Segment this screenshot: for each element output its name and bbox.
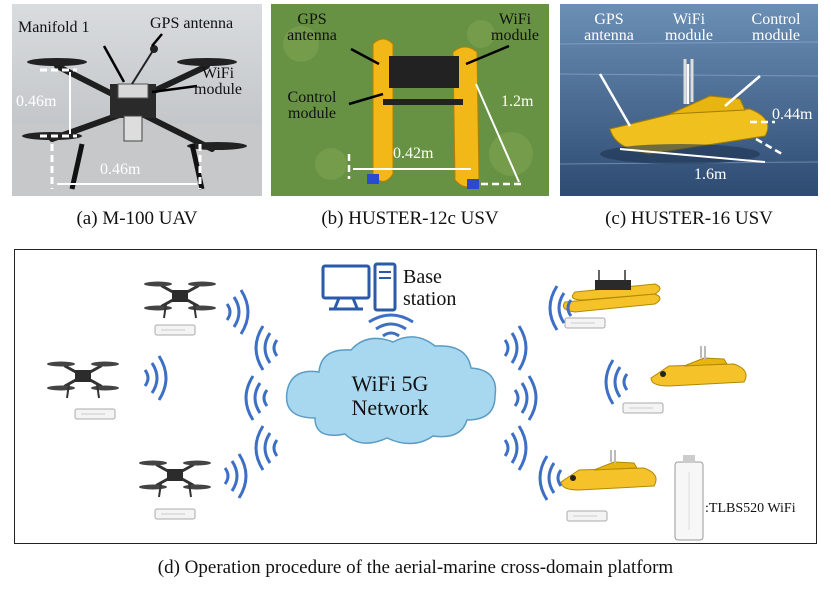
waves-cloud-right-mid (513, 374, 538, 422)
router-usv-1 (564, 317, 606, 329)
label-manifold: Manifold 1 (18, 19, 90, 36)
base-station-icon (321, 262, 397, 312)
label-gps-antenna-a: GPS antenna (150, 15, 234, 32)
label-wifi-module-b: WiFi module (491, 11, 539, 44)
waves-cloud-right-bot (503, 424, 528, 472)
usv12c-photo-drawing (271, 4, 549, 196)
waves-cloud-left-bot (254, 424, 279, 472)
waves-cloud-right-top (503, 324, 528, 372)
waves-cloud-top (367, 313, 415, 338)
router-uav-3 (154, 508, 196, 520)
uav-1 (142, 280, 218, 320)
waves-cloud-left-top (254, 324, 279, 372)
photo-huster-16-usv (560, 4, 818, 196)
dim-width-b: 0.42m (393, 145, 434, 162)
waves-cloud-left-mid (244, 374, 269, 422)
usv-2 (650, 345, 748, 387)
dim-length-c: 1.6m (694, 166, 727, 183)
caption-d: (d) Operation procedure of the aerial-ma… (157, 557, 674, 578)
waves-usv-2 (604, 358, 629, 406)
dim-length-b: 1.2m (501, 93, 534, 110)
waves-uav-1 (225, 288, 250, 336)
photo-huster-12c-usv (271, 4, 549, 196)
dim-width-a: 0.46m (100, 161, 141, 178)
uav-3 (137, 459, 213, 499)
usv-catamaran (562, 270, 661, 313)
router-usv-2 (622, 402, 664, 414)
base-station-label: Base station (403, 266, 457, 310)
uav-photo-drawing (12, 4, 262, 196)
caption-a: (a) M-100 UAV (76, 208, 198, 229)
label-control-module-c: Control module (751, 11, 801, 44)
uav-2 (45, 360, 121, 400)
usv-3 (560, 449, 658, 491)
operation-diagram: Base station WiFi 5G Network :TLBS520 Wi… (14, 249, 817, 544)
label-wifi-module-a: WiFi module (194, 65, 242, 98)
label-control-module-b: Control module (287, 89, 337, 122)
waves-uav-2 (143, 354, 168, 402)
dim-height-a: 0.46m (16, 93, 57, 110)
router-uav-1 (154, 324, 196, 336)
photo-m100-uav (12, 4, 262, 196)
network-label: WiFi 5G Network (351, 371, 429, 420)
waves-usv-3 (538, 454, 563, 502)
waves-uav-3 (223, 452, 248, 500)
dim-height-c: 0.44m (772, 106, 813, 123)
router-usv-3 (566, 510, 608, 522)
caption-b: (b) HUSTER-12c USV (321, 208, 499, 229)
label-wifi-module-c: WiFi module (665, 11, 713, 44)
label-gps-antenna-b: GPS antenna (287, 11, 337, 44)
caption-c: (c) HUSTER-16 USV (605, 208, 773, 229)
router-uav-2 (74, 408, 116, 420)
usv16-photo-drawing (560, 4, 818, 196)
tlbs520-device-icon (674, 455, 704, 541)
legend-label: :TLBS520 WiFi (705, 501, 796, 516)
label-gps-antenna-c: GPS antenna (584, 11, 634, 44)
network-cloud (285, 336, 497, 445)
diagram-drawing (45, 262, 748, 541)
